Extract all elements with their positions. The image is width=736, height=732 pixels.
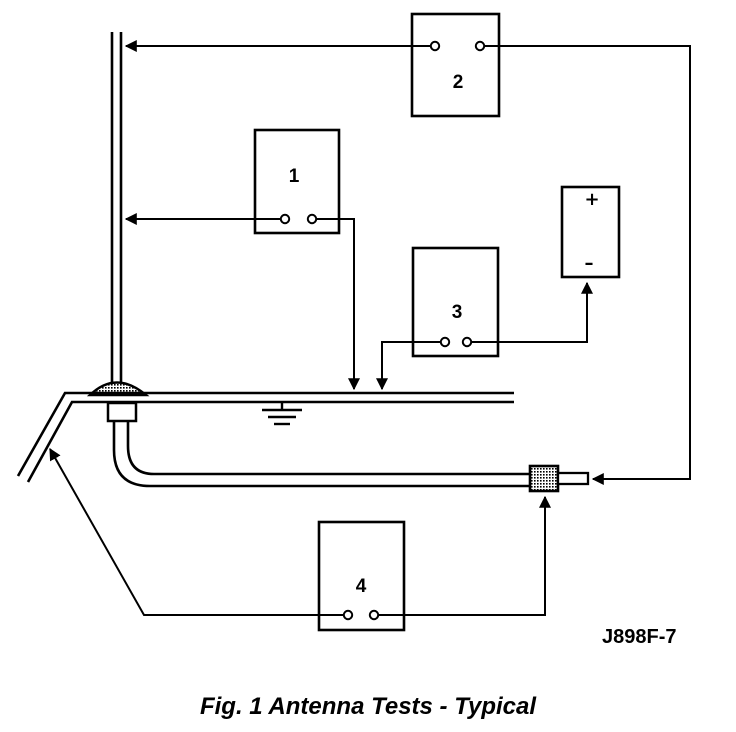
- ground-icon: [262, 402, 302, 426]
- battery: + –: [560, 185, 621, 279]
- figure-code: J898F-7: [602, 626, 677, 648]
- cable-center-pin: [556, 471, 590, 486]
- meter-2-label: 2: [453, 72, 464, 93]
- battery-positive: +: [584, 189, 599, 210]
- meter-3-label: 3: [452, 302, 463, 323]
- meter-1-leads: [124, 213, 360, 391]
- meter-4-leads: [49, 447, 551, 616]
- battery-negative: –: [585, 253, 594, 274]
- coax-cable: [112, 421, 530, 488]
- meter-2: 2: [410, 12, 501, 118]
- meter-1-label: 1: [289, 166, 300, 187]
- meter-4-label: 4: [356, 576, 367, 597]
- antenna-nut: [106, 401, 138, 423]
- meter-4: 4: [317, 520, 406, 632]
- meter-3: 3: [411, 246, 500, 358]
- figure-caption: Fig. 1 Antenna Tests - Typical: [200, 693, 537, 720]
- antenna-mast: [110, 32, 123, 382]
- meter-1: 1: [253, 128, 341, 235]
- meter-3-leads: [376, 281, 593, 391]
- meter-2-leads: [124, 40, 691, 485]
- cable-connector: [528, 464, 560, 493]
- body-panel: [16, 391, 514, 483]
